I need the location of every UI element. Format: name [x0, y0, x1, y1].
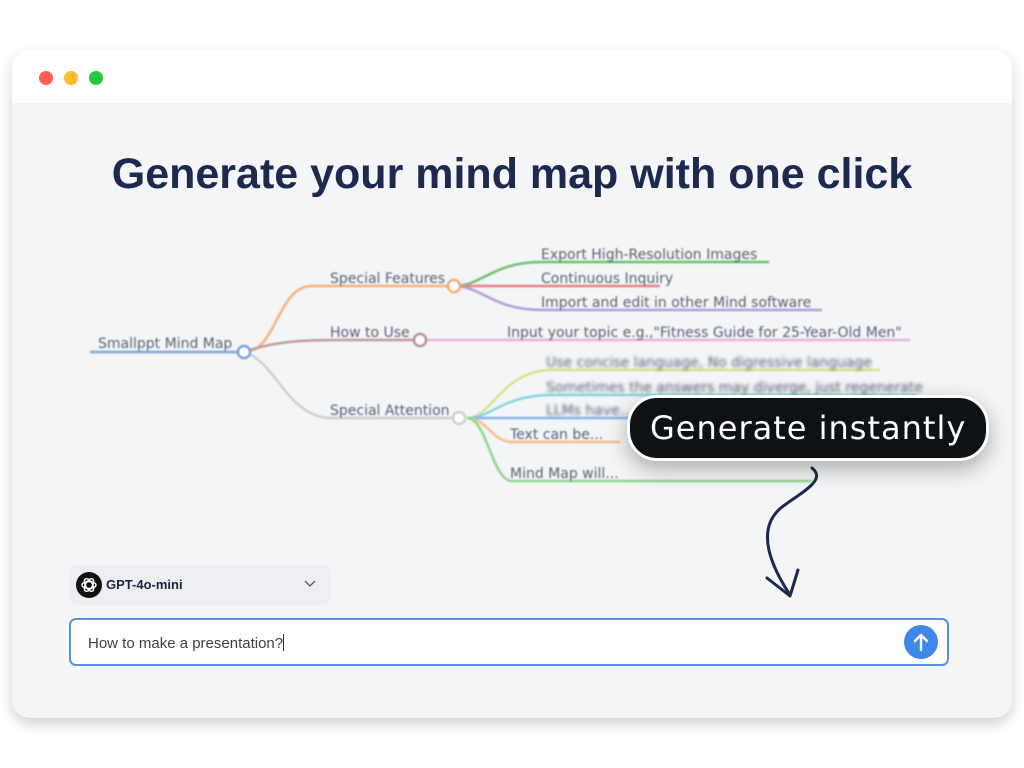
- prompt-input-value[interactable]: How to make a presentation?: [88, 635, 284, 652]
- mind-map-preview: Smallppt Mind Map Special Features How t…: [90, 247, 923, 598]
- chevron-down-icon: [302, 575, 318, 596]
- mind-map-leaf: LLMs have...: [546, 403, 633, 419]
- app-window: Generate your mind map with one click Sm…: [12, 50, 1012, 718]
- mind-map-branch: Special Attention: [330, 403, 450, 419]
- mind-map-branch: Special Features: [330, 271, 445, 287]
- mind-map-leaf: Continuous Inquiry: [541, 271, 673, 287]
- close-window-button[interactable]: [39, 71, 53, 85]
- title-bar: [12, 50, 1012, 103]
- mind-map-leaf: Import and edit in other Mind software: [541, 295, 811, 311]
- prompt-input[interactable]: How to make a presentation?: [69, 618, 949, 666]
- page-title: Generate your mind map with one click: [111, 150, 913, 198]
- mind-map-branch: How to Use: [330, 325, 410, 341]
- maximize-window-button[interactable]: [89, 71, 103, 85]
- openai-logo-icon: [76, 572, 102, 598]
- mind-map-root: Smallppt Mind Map: [98, 336, 232, 352]
- arrow-head-icon: [765, 568, 800, 598]
- minimize-window-button[interactable]: [64, 71, 78, 85]
- generate-instantly-callout: Generate instantly: [627, 395, 990, 461]
- mind-map-leaf: Use concise language, No digressive lang…: [546, 355, 872, 371]
- arrow-up-icon: [913, 633, 929, 652]
- send-button[interactable]: [904, 625, 938, 659]
- mind-map-leaf: Text can be...: [509, 427, 603, 443]
- text-caret: [283, 634, 285, 651]
- curved-arrow-icon: [766, 466, 819, 597]
- mind-map-leaf: Input your topic e.g.,"Fitness Guide for…: [507, 325, 902, 341]
- mind-map-leaf: Mind Map will...: [510, 466, 619, 482]
- mind-map-leaf: Sometimes the answers may diverge, just …: [546, 380, 923, 396]
- model-selector[interactable]: GPT-4o-mini: [70, 565, 330, 605]
- model-name: GPT-4o-mini: [106, 577, 183, 592]
- mind-map-leaf: Export High-Resolution Images: [541, 247, 757, 263]
